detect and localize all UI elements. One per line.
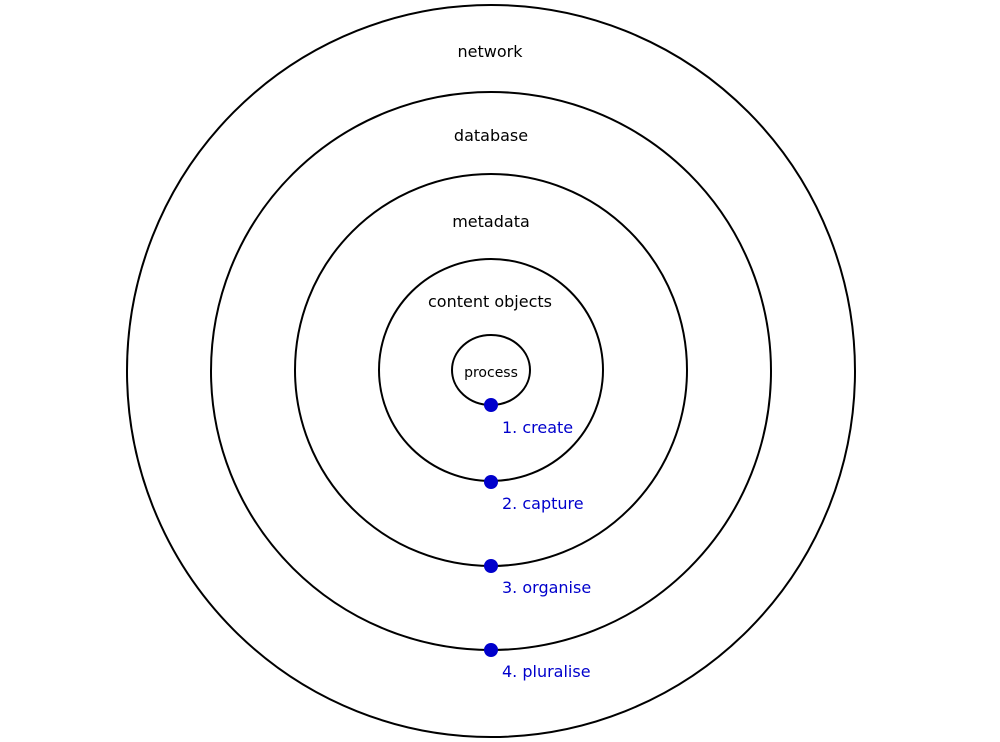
stage-marker-pluralise	[484, 643, 498, 657]
ring-label-network: network	[458, 42, 524, 61]
stage-label-capture: 2. capture	[502, 494, 584, 513]
stage-marker-create	[484, 398, 498, 412]
ring-label-database: database	[454, 126, 528, 145]
ring-label-process: process	[464, 365, 518, 381]
stage-label-create: 1. create	[502, 418, 573, 437]
stage-marker-capture	[484, 475, 498, 489]
ring-label-content-objects: content objects	[428, 292, 552, 311]
ring-network	[126, 4, 856, 738]
stage-label-pluralise: 4. pluralise	[502, 662, 591, 681]
stage-label-organise: 3. organise	[502, 578, 591, 597]
stage-marker-organise	[484, 559, 498, 573]
ring-label-metadata: metadata	[452, 212, 530, 231]
